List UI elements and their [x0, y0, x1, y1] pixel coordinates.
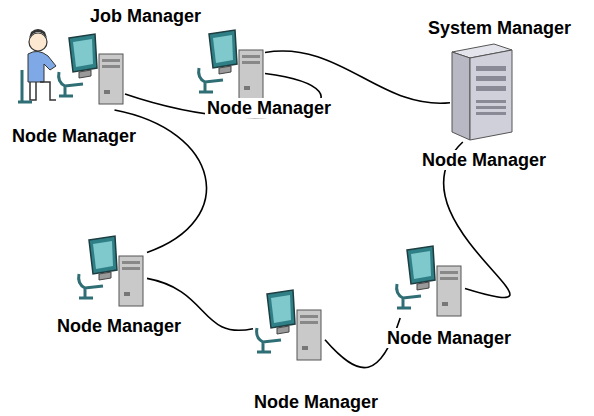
computer-node: Node Manager — [195, 28, 265, 98]
user-figure — [18, 29, 56, 102]
node-label: Job Manager — [88, 6, 203, 26]
computer-icon — [59, 34, 123, 104]
node-label: Node Manager — [420, 150, 548, 170]
node-label: Node Manager — [55, 316, 183, 336]
computer-node: Job ManagerNode Manager — [20, 30, 125, 110]
node-label: System Manager — [426, 18, 573, 38]
computer-node: Node Manager — [253, 288, 325, 362]
computer-icon — [79, 236, 143, 306]
node-label: Node Manager — [385, 328, 513, 348]
network-cable — [265, 51, 450, 103]
node-label: Node Manager — [10, 126, 138, 146]
server-icon — [452, 44, 512, 140]
computer-icon — [257, 290, 321, 360]
computer-icon — [397, 246, 461, 316]
computer-node: Node Manager — [75, 234, 147, 308]
computer-icon — [199, 30, 263, 100]
computer-node: System ManagerNode Manager — [450, 44, 514, 142]
computer-node: Node Manager — [393, 244, 465, 318]
node-label: Node Manager — [252, 392, 380, 412]
node-label: Node Manager — [205, 98, 333, 118]
